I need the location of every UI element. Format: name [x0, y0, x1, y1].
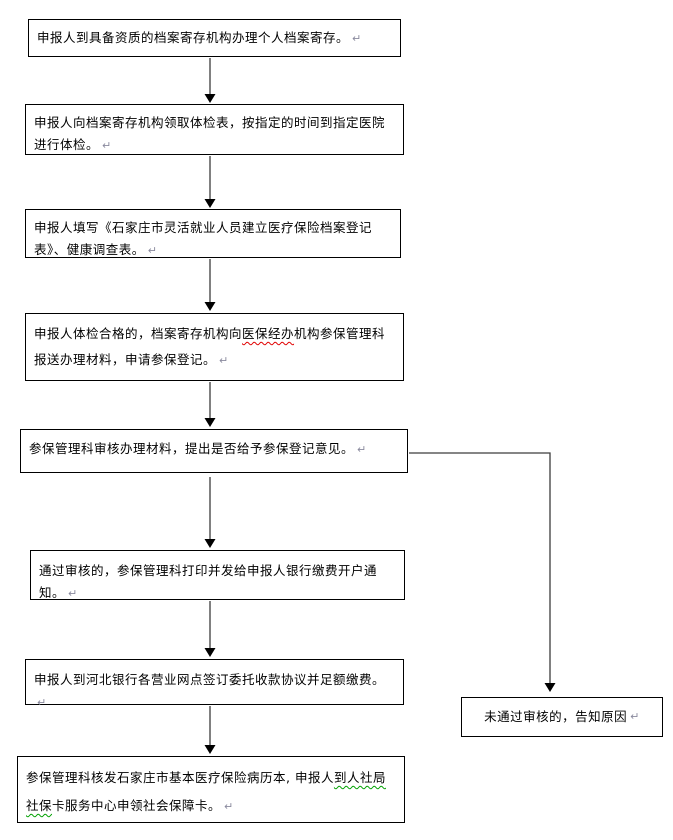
flow-step-issue-cards: 参保管理科核发石家庄市基本医疗保险病历本, 申报人到人社局社保卡服务中心申领社会…	[17, 756, 405, 823]
paragraph-mark-icon: ↵	[68, 587, 78, 600]
flow-step-review-materials: 参保管理科审核办理材料，提出是否给予参保登记意见。↵	[20, 429, 408, 473]
paragraph-mark-icon: ↵	[224, 800, 234, 813]
arrow-step7-step8	[204, 706, 216, 754]
grammar-underlined-text: 到人社局社保	[26, 770, 386, 813]
arrow-step1-step2	[204, 58, 216, 103]
flow-step-sign-and-pay: 申报人到河北银行各营业网点签订委托收款协议并足额缴费。 ↵	[25, 659, 404, 709]
flow-step-archive-deposit: 申报人到具备资质的档案寄存机构办理个人档案寄存。↵	[28, 19, 401, 57]
flow-step-label-segment: 卡服务中心申领社会保障卡。	[52, 798, 222, 813]
paragraph-mark-icon: ↵	[630, 710, 640, 723]
flow-step-label: 申报人到河北银行各营业网点签订委托收款协议并足额缴费。	[34, 672, 386, 687]
paragraph-mark-icon: ↵	[102, 139, 112, 152]
flow-step-label: 参保管理科审核办理材料，提出是否给予参保登记意见。	[29, 441, 355, 456]
paragraph-mark-icon: ↵	[219, 354, 229, 367]
arrow-step4-step5	[204, 382, 216, 427]
paragraph-mark-icon: ↵	[147, 244, 158, 257]
flow-step-label: 未通过审核的，告知原因	[484, 709, 628, 724]
flow-step-submit-materials: 申报人体检合格的，档案寄存机构向医保经办机构参保管理科报送办理材料，申请参保登记…	[25, 313, 404, 381]
spellcheck-underlined-text: 医保经办	[242, 326, 295, 341]
flow-step-reject-notify: 未通过审核的，告知原因↵	[461, 697, 663, 737]
flow-step-label-segment: 申报人体检合格的，档案寄存机构向	[34, 326, 243, 341]
flow-step-label: 通过审核的，参保管理科打印并发给申报人银行缴费开户通知。	[39, 563, 378, 600]
paragraph-mark-icon: ↵	[352, 32, 362, 45]
flow-step-label-segment: 参保管理科核发石家庄市基本医疗保险病历本, 申报人	[26, 770, 334, 785]
flow-step-label: 申报人填写《石家庄市灵活就业人员建立医疗保险档案登记表》、健康调查表。	[34, 220, 373, 257]
paragraph-mark-icon: ↵	[357, 443, 367, 456]
flow-step-label: 申报人向档案寄存机构领取体检表，按指定的时间到指定医院进行体检。	[34, 115, 386, 152]
flow-step-label-segment: 机构参保管理科报送办理材料，申请参保登记。	[34, 326, 386, 367]
arrow-step3-step4	[204, 259, 216, 311]
arrow-step6-step7	[204, 601, 216, 657]
arrow-step2-step3	[204, 156, 216, 208]
arrow-step5-step6	[204, 477, 216, 548]
flow-step-physical-exam: 申报人向档案寄存机构领取体检表，按指定的时间到指定医院进行体检。↵	[25, 104, 404, 155]
flow-step-bank-notice: 通过审核的，参保管理科打印并发给申报人银行缴费开户通知。↵	[30, 550, 405, 600]
flow-step-label: 申报人到具备资质的档案寄存机构办理个人档案寄存。	[37, 30, 350, 45]
paragraph-mark-icon: ↵	[37, 696, 47, 709]
flow-step-fill-forms: 申报人填写《石家庄市灵活就业人员建立医疗保险档案登记表》、健康调查表。↵	[25, 209, 401, 258]
elbow-connector-reject	[409, 452, 556, 692]
